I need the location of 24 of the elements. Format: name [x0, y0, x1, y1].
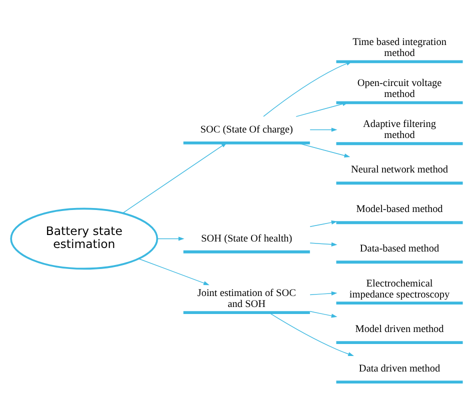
node-text: Open-circuit voltage method [357, 78, 442, 100]
node-text: Joint estimation of SOC and SOH [197, 288, 296, 310]
node-text: Electrochemical impedance spectroscopy [349, 278, 450, 300]
node-text: Model driven method [355, 324, 444, 336]
arrow [268, 312, 354, 356]
arrow [310, 128, 338, 132]
arrow [156, 236, 184, 241]
arrow [310, 291, 338, 296]
arrow [263, 61, 352, 117]
node-ellipse: Battery state estimation [10, 208, 158, 270]
arrow [310, 311, 338, 318]
node-text: Model-based method [356, 204, 443, 216]
node-text: Data-based method [360, 244, 440, 255]
arrow [138, 258, 210, 286]
arrow [310, 242, 338, 246]
node-text: Neural network method [350, 164, 448, 176]
node-text: Time based integration method [352, 37, 446, 60]
node-text: SOH (State Of health) [201, 233, 292, 244]
arrow [296, 102, 348, 117]
node-text: Data driven method [358, 364, 440, 375]
node-text: SOC (State Of charge) [200, 124, 293, 136]
node-text: Adaptive filtering method [363, 118, 436, 141]
arrow [310, 220, 338, 227]
arrow [122, 142, 228, 214]
